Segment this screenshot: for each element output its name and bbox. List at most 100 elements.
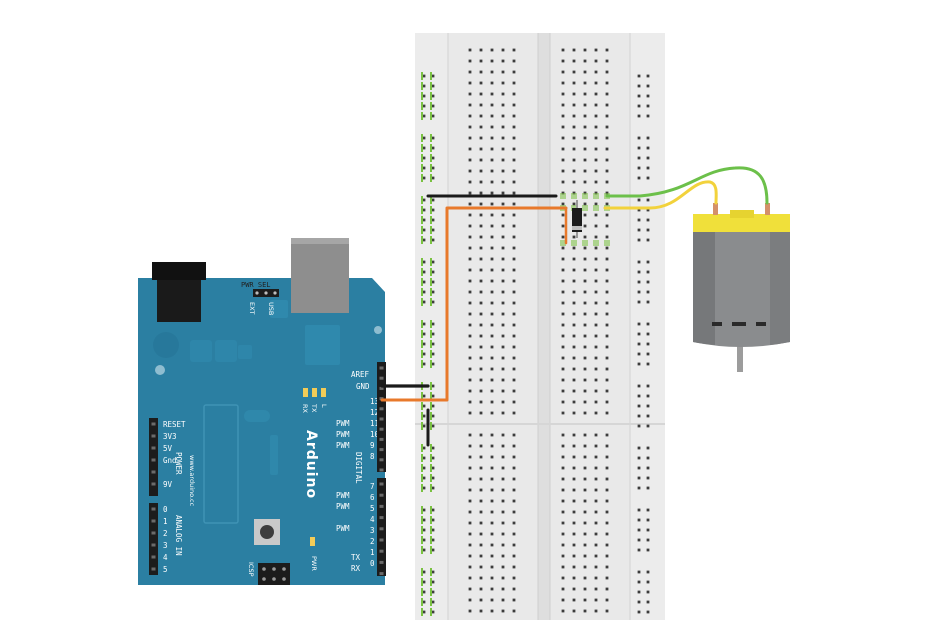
breadboard-hole: [594, 598, 598, 602]
rail-hole: [646, 590, 650, 594]
breadboard-hole: [605, 81, 609, 85]
breadboard-hole: [561, 587, 565, 591]
icsp-header: [258, 563, 290, 585]
header-pin: [379, 448, 384, 452]
breadboard-hole: [605, 48, 609, 52]
breadboard-hole: [594, 158, 598, 162]
breadboard-hole: [583, 334, 587, 338]
header-pin: [151, 519, 156, 523]
breadboard-holes: [422, 48, 650, 614]
breadboard-hole: [594, 125, 598, 129]
breadboard-hole: [468, 400, 472, 404]
breadboard-hole: [572, 334, 576, 338]
breadboard-hole: [572, 59, 576, 63]
breadboard-hole: [512, 334, 516, 338]
rail-hole: [422, 456, 426, 460]
rail-hole: [422, 610, 426, 614]
rail-hole: [431, 528, 435, 532]
breadboard-hole: [490, 488, 494, 492]
rail-hole: [422, 280, 426, 284]
atmega-chip: [203, 404, 239, 524]
breadboard-hole: [561, 257, 565, 261]
breadboard-hole: [501, 389, 505, 393]
breadboard-hole: [512, 543, 516, 547]
digital-label: DIGITAL: [354, 452, 363, 484]
header-pin: [379, 560, 384, 564]
diode-band: [572, 226, 582, 230]
breadboard-hole: [561, 158, 565, 162]
breadboard-hole: [512, 48, 516, 52]
rail-green-mark: [430, 82, 432, 90]
breadboard-hole: [512, 345, 516, 349]
header-pin: [379, 482, 384, 486]
breadboard-hole: [479, 48, 483, 52]
breadboard-hole: [572, 367, 576, 371]
breadboard-hole: [605, 455, 609, 459]
breadboard-hole: [561, 59, 565, 63]
rail-green-mark: [430, 360, 432, 368]
breadboard-hole: [605, 92, 609, 96]
breadboard-hole: [501, 268, 505, 272]
breadboard-hole: [572, 565, 576, 569]
rail-hole: [422, 446, 426, 450]
breadboard-hole: [594, 587, 598, 591]
breadboard-hole: [468, 59, 472, 63]
breadboard-hole: [468, 510, 472, 514]
pwm-label-11: PWM: [336, 419, 350, 428]
breadboard-hole: [605, 587, 609, 591]
breadboard-hole: [583, 411, 587, 415]
rail-hole: [637, 518, 641, 522]
breadboard-hole: [572, 532, 576, 536]
breadboard-hole: [605, 224, 609, 228]
breadboard-hole: [583, 268, 587, 272]
breadboard-hole: [512, 136, 516, 140]
rail-green-mark: [421, 444, 423, 452]
breadboard-hole: [605, 543, 609, 547]
rail-green-mark: [421, 350, 423, 358]
breadboard-hole: [501, 224, 505, 228]
rail-hole: [637, 146, 641, 150]
breadboard: [415, 33, 665, 620]
breadboard-hole: [594, 235, 598, 239]
rail-hole: [422, 300, 426, 304]
breadboard-hole: [479, 246, 483, 250]
breadboard-hole: [605, 499, 609, 503]
breadboard-hole: [594, 279, 598, 283]
dc-motor: [693, 203, 790, 372]
breadboard-hole: [594, 543, 598, 547]
rail-hole: [431, 94, 435, 98]
breadboard-hole: [512, 81, 516, 85]
breadboard-hole: [468, 48, 472, 52]
breadboard-hole: [605, 554, 609, 558]
breadboard-hole: [501, 279, 505, 283]
breadboard-hole: [490, 543, 494, 547]
arduino-board: PWR SEL EXT USB ICSP TX RX L PWR Arduino…: [138, 238, 386, 585]
breadboard-hole: [561, 510, 565, 514]
breadboard-hole: [572, 136, 576, 140]
motor-body: [693, 228, 790, 347]
breadboard-hole: [561, 389, 565, 393]
breadboard-hole: [468, 202, 472, 206]
breadboard-hole: [605, 246, 609, 250]
breadboard-hole: [583, 576, 587, 580]
rail-hole: [422, 332, 426, 336]
breadboard-hole: [594, 378, 598, 382]
breadboard-hole: [605, 433, 609, 437]
breadboard-hole: [594, 565, 598, 569]
breadboard-hole: [512, 356, 516, 360]
rail-hole: [646, 300, 650, 304]
rail-green-mark: [421, 330, 423, 338]
breadboard-hole: [501, 235, 505, 239]
breadboard-hole: [479, 92, 483, 96]
analog-pin-number: 2: [163, 529, 168, 538]
breadboard-hole: [572, 147, 576, 151]
header-pin: [151, 482, 156, 486]
header-pin: [151, 543, 156, 547]
rail-hole: [431, 580, 435, 584]
breadboard-hole: [501, 367, 505, 371]
breadboard-hole: [561, 345, 565, 349]
breadboard-hole: [561, 48, 565, 52]
rail-hole: [646, 424, 650, 428]
rail-hole: [637, 342, 641, 346]
rail-green-mark: [421, 112, 423, 120]
